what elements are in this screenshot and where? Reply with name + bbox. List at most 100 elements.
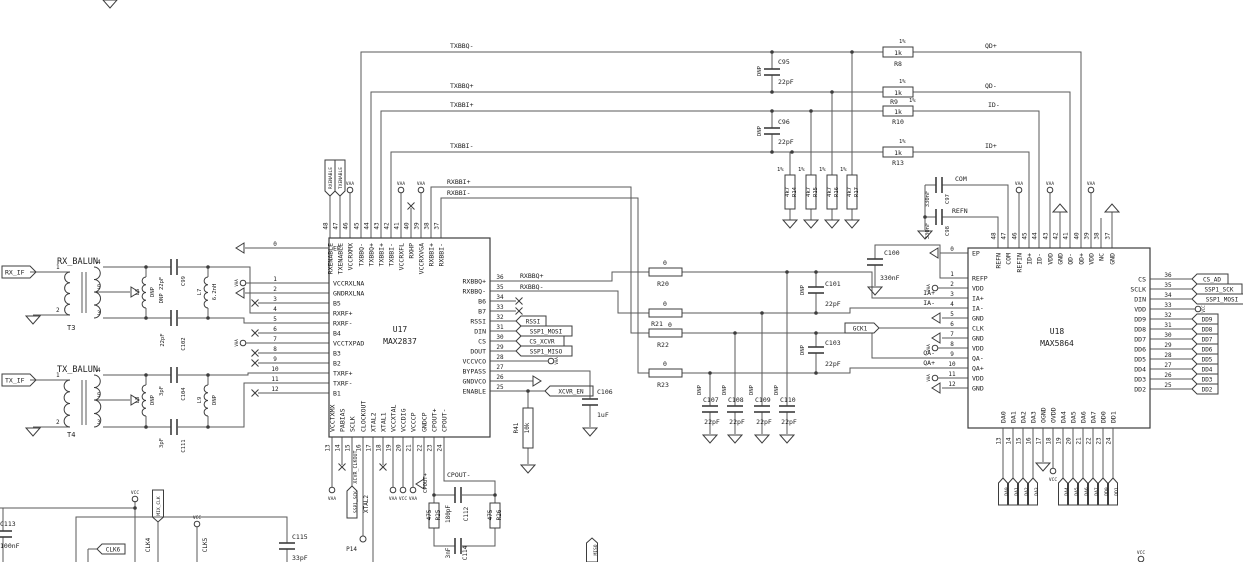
net-label-DD1[interactable]: DD1 bbox=[1108, 477, 1121, 506]
capacitor-C98[interactable] bbox=[935, 209, 943, 225]
net-label-DD8[interactable]: DD8 bbox=[1191, 323, 1219, 335]
net-label-DD4[interactable]: DD4 bbox=[1191, 363, 1219, 375]
svg-text:DD7: DD7 bbox=[1202, 336, 1213, 343]
power-flag-VAA bbox=[931, 374, 939, 382]
net-label-DA2[interactable]: DA2 bbox=[1018, 477, 1031, 506]
pin-number: 5 bbox=[273, 316, 277, 323]
net-label-GCK1[interactable]: GCK1 bbox=[844, 322, 880, 334]
capacitor-C103[interactable] bbox=[808, 346, 824, 354]
inductor-L8[interactable] bbox=[141, 384, 147, 417]
net-label-SSP1_SCK[interactable]: SSP1_SCK bbox=[346, 485, 359, 519]
port-RX_IF[interactable]: RX_IF bbox=[1, 265, 37, 279]
resistor-R20[interactable] bbox=[648, 267, 683, 277]
net-label-DA1[interactable]: DA1 bbox=[1008, 477, 1021, 506]
net-label-DA4[interactable]: DA4 bbox=[1058, 477, 1071, 506]
capacitor-C115[interactable] bbox=[279, 542, 295, 550]
inductor-T4[interactable] bbox=[63, 379, 71, 428]
net-label-SSP1_MISO[interactable]: SSP1_MISO bbox=[515, 345, 573, 357]
resistor-R17[interactable] bbox=[846, 174, 858, 210]
net-label-DA3[interactable]: DA3 bbox=[1028, 477, 1041, 506]
label: R21 bbox=[651, 320, 663, 328]
capacitor-C100[interactable] bbox=[867, 258, 883, 266]
net-label-SSP1_MOSI[interactable]: SSP1_MOSI bbox=[515, 325, 573, 337]
capacitor-C113[interactable] bbox=[0, 530, 12, 538]
net-label-RSSI[interactable]: RSSI bbox=[515, 315, 547, 327]
net-label-MISO[interactable]: MISO bbox=[586, 537, 600, 562]
ic-U18[interactable] bbox=[967, 247, 1151, 429]
capacitor-C111[interactable] bbox=[170, 419, 178, 435]
net-label-DD2[interactable]: DD2 bbox=[1191, 383, 1219, 395]
capacitor-C101[interactable] bbox=[808, 286, 824, 294]
pin-number: 29 bbox=[496, 344, 504, 351]
wire bbox=[462, 528, 496, 547]
net-label-CLK6[interactable]: CLK6 bbox=[96, 543, 126, 555]
resistor-R10[interactable] bbox=[882, 105, 914, 117]
resistor-R41[interactable] bbox=[522, 407, 534, 449]
capacitor-C107[interactable] bbox=[702, 405, 718, 413]
net-label-DD7[interactable]: DD7 bbox=[1191, 333, 1219, 345]
capacitor-C104[interactable] bbox=[170, 367, 178, 383]
capacitor-C109[interactable] bbox=[754, 405, 770, 413]
port-TX_IF[interactable]: TX_IF bbox=[1, 373, 37, 387]
net-label-SSP1_SCK[interactable]: SSP1_SCK bbox=[1191, 283, 1243, 295]
resistor-R13[interactable] bbox=[882, 146, 914, 158]
label: R22 bbox=[657, 341, 669, 349]
net-label-CS_XCVR[interactable]: CS_XCVR bbox=[515, 335, 565, 347]
capacitor-C114[interactable] bbox=[454, 538, 462, 554]
net-label-XCVR_EN[interactable]: XCVR_EN bbox=[544, 385, 594, 397]
svg-text:SSP1_SCK: SSP1_SCK bbox=[353, 491, 359, 513]
svg-text:DA6: DA6 bbox=[1084, 487, 1090, 496]
net-label-DA0[interactable]: DA0 bbox=[998, 477, 1011, 506]
inductor-T3[interactable] bbox=[93, 291, 101, 319]
capacitor-C106[interactable] bbox=[582, 398, 598, 406]
resistor-R25[interactable] bbox=[428, 502, 440, 529]
capacitor-C95[interactable] bbox=[764, 68, 780, 76]
net-label-SSP1_MOSI[interactable]: SSP1_MOSI bbox=[1191, 293, 1243, 305]
resistor-R8[interactable] bbox=[882, 46, 914, 58]
pin-name: RXBBQ+ bbox=[463, 278, 487, 286]
net-label-RXENABLE[interactable]: RXENABLE bbox=[324, 159, 336, 197]
capacitor-C99[interactable] bbox=[170, 259, 178, 275]
inductor-L9[interactable] bbox=[203, 384, 209, 417]
svg-text:CS_AD: CS_AD bbox=[1203, 276, 1221, 283]
net-label-DD3[interactable]: DD3 bbox=[1191, 373, 1219, 385]
resistor-R21[interactable] bbox=[648, 308, 683, 318]
net-label-DA7[interactable]: DA7 bbox=[1088, 477, 1101, 506]
capacitor-C102[interactable] bbox=[170, 310, 178, 326]
pin-number: 37 bbox=[434, 222, 441, 230]
resistor-R16[interactable] bbox=[826, 174, 838, 210]
net-label-DA6[interactable]: DA6 bbox=[1078, 477, 1091, 506]
capacitor-C108[interactable] bbox=[727, 405, 743, 413]
net-label-CS_AD[interactable]: CS_AD bbox=[1191, 273, 1229, 285]
capacitor-C96[interactable] bbox=[764, 127, 780, 135]
pin-name: VCCTXMX bbox=[329, 405, 337, 432]
inductor-T4[interactable] bbox=[93, 374, 101, 401]
net-label-TXENABLE[interactable]: TXENABLE bbox=[334, 159, 346, 197]
pin-name: ENABLE bbox=[463, 388, 487, 396]
pin-number: 27 bbox=[1164, 362, 1172, 369]
junction-dot bbox=[923, 215, 927, 219]
resistor-R14[interactable] bbox=[784, 174, 796, 210]
capacitor-C112[interactable] bbox=[454, 487, 462, 503]
inductor-T3[interactable] bbox=[93, 266, 101, 293]
net-label-MIX_CLK[interactable]: MIX_CLK bbox=[152, 489, 164, 523]
resistor-R9[interactable] bbox=[882, 86, 914, 98]
ic-U17[interactable] bbox=[328, 237, 491, 438]
resistor-R23[interactable] bbox=[648, 368, 683, 378]
resistor-R26[interactable] bbox=[489, 502, 501, 529]
net-label-DD5[interactable]: DD5 bbox=[1191, 353, 1219, 365]
inductor-L6[interactable] bbox=[141, 276, 147, 309]
power-flag-VAA bbox=[346, 186, 354, 194]
resistor-R15[interactable] bbox=[805, 174, 817, 210]
inductor-L7[interactable] bbox=[203, 276, 209, 309]
label: C114 bbox=[462, 545, 469, 560]
net-label-DD0[interactable]: DD0 bbox=[1098, 477, 1111, 506]
capacitor-C110[interactable] bbox=[779, 405, 795, 413]
capacitor-C97[interactable] bbox=[935, 177, 943, 193]
net-label-DD9[interactable]: DD9 bbox=[1191, 313, 1219, 325]
inductor-T4[interactable] bbox=[93, 399, 102, 428]
net-label-DA5[interactable]: DA5 bbox=[1068, 477, 1081, 506]
resistor-R22[interactable] bbox=[648, 328, 683, 338]
inductor-T3[interactable] bbox=[64, 271, 71, 316]
net-label-DD6[interactable]: DD6 bbox=[1191, 343, 1219, 355]
